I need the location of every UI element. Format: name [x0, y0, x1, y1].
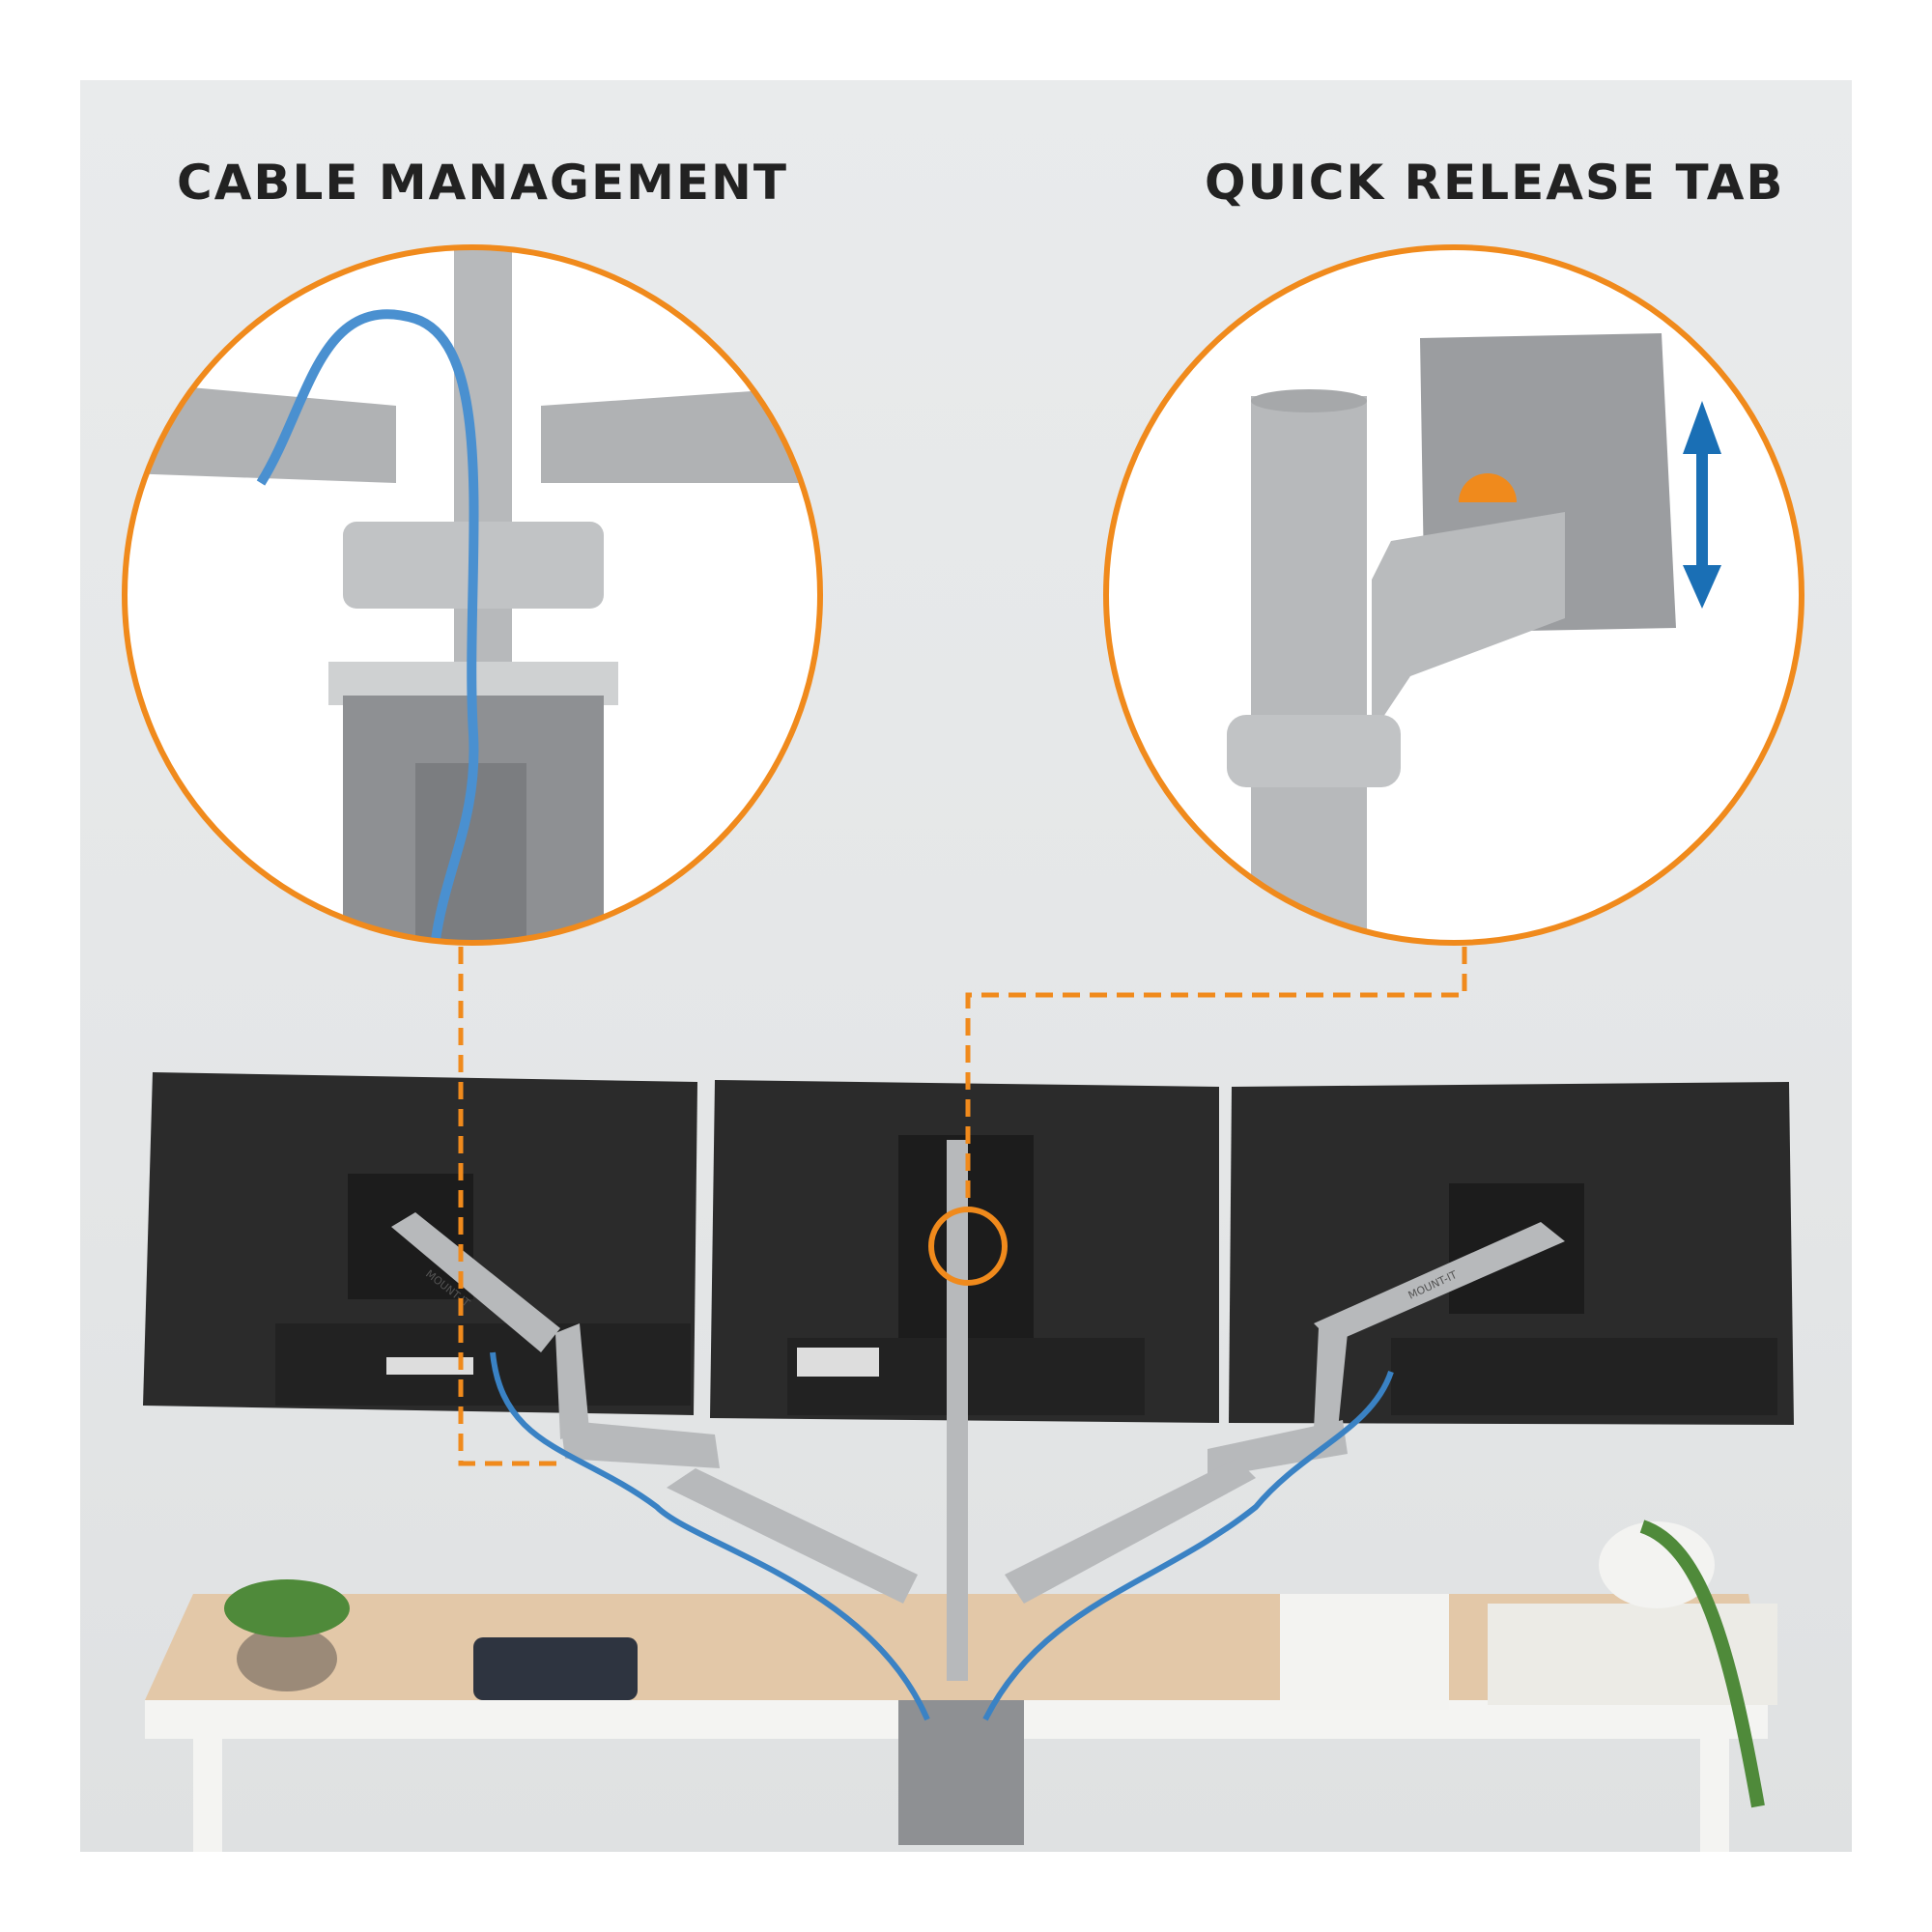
monitor-mount: MOUNT-IT MOUNT-IT: [391, 1140, 1565, 1845]
callout-quick-release-tab: [1103, 244, 1804, 946]
callout-connectors: [458, 947, 1467, 1466]
cable-management-title: CABLE MANAGEMENT: [177, 155, 788, 211]
height-adjust-arrow-icon: [1683, 401, 1721, 609]
desk-accessories: [224, 1520, 1777, 1808]
callout-cable-management: [122, 244, 823, 946]
cables: [490, 1351, 1394, 1721]
quick-release-highlight: [928, 1207, 1008, 1286]
quick-release-tab-title: QUICK RELEASE TAB: [1205, 155, 1785, 211]
quick-release-tab-icon: [1459, 473, 1517, 502]
